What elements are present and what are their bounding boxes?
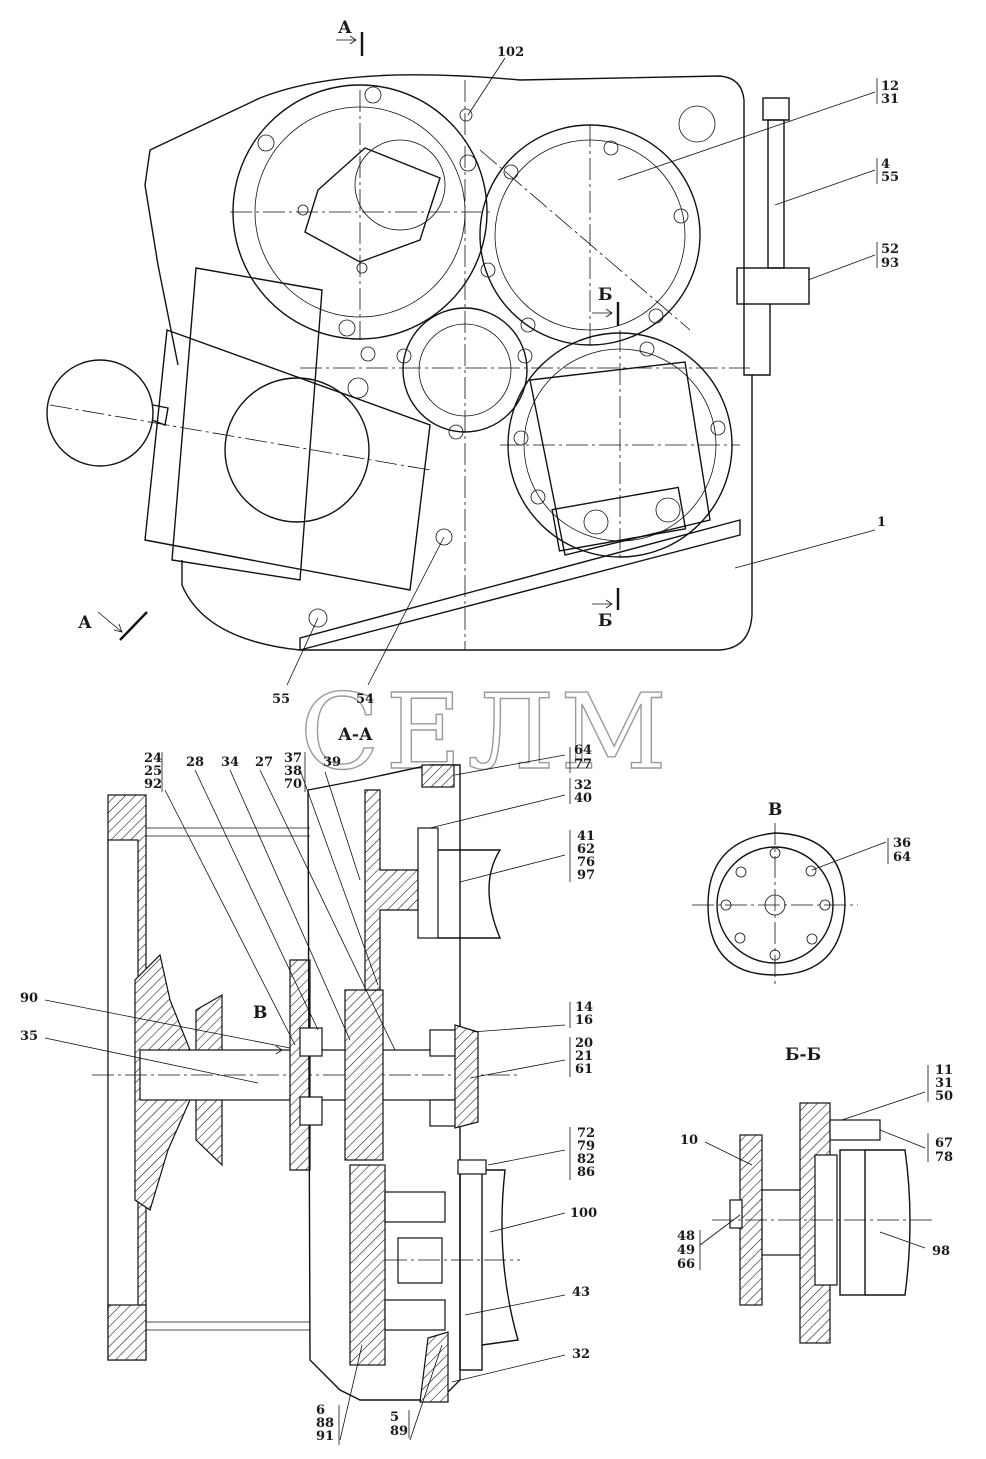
top-view — [46, 32, 878, 686]
callout-5: 5 — [390, 1410, 399, 1425]
callout-79: 79 — [577, 1139, 595, 1154]
callout-52: 52 — [881, 242, 899, 257]
callout-34: 34 — [221, 755, 239, 770]
callout-37: 37 — [284, 751, 302, 766]
callout-102: 102 — [497, 45, 524, 60]
callout-32-a: 32 — [574, 778, 592, 793]
callout-50: 50 — [935, 1089, 953, 1104]
callout-66: 66 — [677, 1257, 695, 1272]
callout-49: 49 — [677, 1243, 695, 1258]
view-arrow-a-bottom-label: А — [78, 613, 92, 633]
callout-31: 31 — [881, 92, 899, 107]
callout-88: 88 — [316, 1416, 334, 1431]
callout-36: 36 — [893, 836, 911, 851]
callout-86: 86 — [577, 1165, 595, 1180]
callout-35: 35 — [20, 1029, 38, 1044]
callout-55: 55 — [272, 692, 290, 707]
callout-72: 72 — [577, 1126, 595, 1141]
callout-40: 40 — [574, 791, 592, 806]
callout-43: 43 — [572, 1285, 590, 1300]
callout-67: 67 — [935, 1136, 953, 1151]
callout-6: 6 — [316, 1403, 325, 1418]
view-v-title: В — [768, 800, 782, 820]
callout-93: 93 — [881, 256, 899, 271]
callout-32-b: 32 — [572, 1347, 590, 1362]
callout-77: 77 — [574, 757, 592, 772]
callout-64-a: 64 — [574, 743, 592, 758]
callout-27: 27 — [255, 755, 273, 770]
callout-4: 4 — [881, 157, 890, 172]
callout-97: 97 — [577, 868, 595, 883]
callout-1: 1 — [877, 515, 886, 530]
callout-91: 91 — [316, 1429, 334, 1444]
section-b-b — [699, 1065, 935, 1344]
section-a-title: А-А — [338, 725, 373, 745]
callout-41: 41 — [577, 829, 595, 844]
callout-64-v: 64 — [893, 850, 911, 865]
view-arrow-b-bottom-label: Б — [598, 611, 613, 631]
callout-21: 21 — [575, 1049, 593, 1064]
callout-98: 98 — [932, 1244, 950, 1259]
callout-39: 39 — [323, 755, 341, 770]
callout-90: 90 — [20, 991, 38, 1006]
section-b-title: Б-Б — [785, 1045, 821, 1065]
callout-24: 24 — [144, 751, 162, 766]
callout-11: 11 — [935, 1063, 953, 1078]
callout-100: 100 — [570, 1206, 597, 1221]
callout-14: 14 — [575, 1000, 593, 1015]
callout-92: 92 — [144, 777, 162, 792]
callout-12: 12 — [881, 79, 899, 94]
view-arrow-a-top-label: А — [338, 18, 352, 38]
callout-62: 62 — [577, 842, 595, 857]
callout-55-top: 55 — [881, 170, 899, 185]
callout-76: 76 — [577, 855, 595, 870]
watermark-text: СЕЛМ — [300, 671, 673, 793]
callout-48: 48 — [677, 1229, 695, 1244]
callout-82: 82 — [577, 1152, 595, 1167]
callout-78: 78 — [935, 1150, 953, 1165]
section-a-a — [44, 747, 571, 1445]
view-arrow-v-label: В — [253, 1003, 267, 1023]
callout-25: 25 — [144, 764, 162, 779]
callout-61: 61 — [575, 1062, 593, 1077]
callout-54: 54 — [356, 692, 374, 707]
callout-89: 89 — [390, 1424, 408, 1439]
callout-70: 70 — [284, 777, 302, 792]
callout-10: 10 — [680, 1133, 698, 1148]
view-arrow-b-top-label: Б — [598, 285, 613, 305]
callout-28: 28 — [186, 755, 204, 770]
view-v — [692, 823, 889, 985]
callout-16: 16 — [575, 1013, 593, 1028]
callout-20: 20 — [575, 1036, 593, 1051]
callout-31-b: 31 — [935, 1076, 953, 1091]
callout-38: 38 — [284, 764, 302, 779]
